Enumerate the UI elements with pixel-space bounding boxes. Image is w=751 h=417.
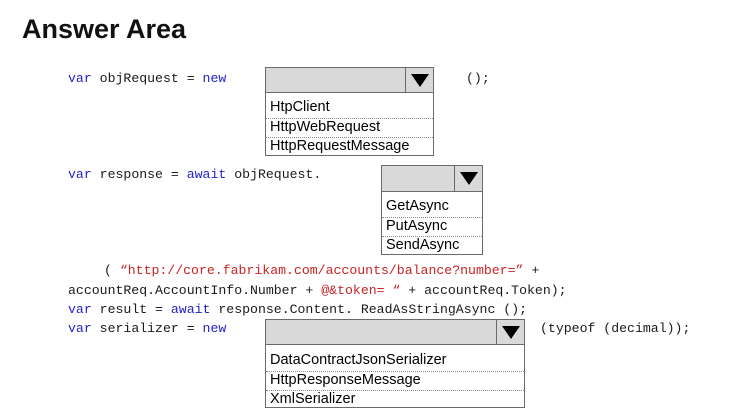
option-divider (266, 390, 524, 391)
string-token: @&token= “ (321, 283, 401, 298)
chevron-down-icon (410, 73, 429, 87)
dropdown-toggle[interactable] (454, 166, 482, 191)
code-line-1: var objRequest = new (68, 71, 226, 87)
option-divider (382, 236, 482, 237)
chevron-down-icon (459, 172, 478, 185)
dropdown-option-putasync[interactable]: PutAsync (386, 218, 448, 234)
string-url: “http://core.fabrikam.com/accounts/balan… (119, 263, 524, 278)
code-text: + (523, 263, 540, 278)
client-type-dropdown[interactable]: HtpClient HttpWebRequest HttpRequestMess… (265, 67, 434, 156)
keyword-await: await (186, 167, 227, 182)
code-line-2: var response = await objRequest. (68, 167, 321, 183)
code-text: ( (104, 263, 120, 278)
dropdown-option-httpwebrequest[interactable]: HttpWebRequest (270, 119, 381, 135)
method-dropdown-header[interactable] (382, 166, 482, 192)
dropdown-option-httpresponsemessage[interactable]: HttpResponseMessage (270, 372, 421, 388)
dropdown-option-httprequestmessage[interactable]: HttpRequestMessage (270, 138, 410, 154)
keyword-var: var (68, 321, 92, 336)
keyword-var: var (68, 167, 92, 182)
code-line-1-tail: (); (466, 71, 490, 86)
option-divider (382, 217, 482, 218)
option-divider (266, 118, 433, 119)
keyword-new: new (202, 71, 227, 86)
dropdown-option-xmlserializer[interactable]: XmlSerializer (270, 391, 356, 407)
code-line-3: ( “http://core.fabrikam.com/accounts/bal… (104, 263, 539, 279)
dropdown-toggle[interactable] (496, 320, 524, 344)
code-line-6-tail: (typeof (decimal)); (540, 321, 691, 336)
dropdown-toggle[interactable] (405, 68, 433, 92)
code-text: objRequest. (226, 167, 322, 182)
keyword-var: var (68, 302, 92, 317)
option-divider (266, 371, 524, 372)
page-title: Answer Area (22, 14, 187, 44)
code-text: response.Content. ReadAsStringAsync (); (210, 302, 528, 317)
code-line-5: var result = await response.Content. Rea… (68, 302, 527, 318)
serializer-dropdown[interactable]: DataContractJsonSerializer HttpResponseM… (265, 319, 525, 408)
code-text: serializer = (91, 321, 203, 336)
keyword-await: await (170, 302, 211, 317)
code-text: response = (91, 167, 187, 182)
chevron-down-icon (501, 325, 520, 339)
keyword-new: new (202, 321, 227, 336)
option-divider (266, 137, 433, 138)
client-type-dropdown-header[interactable] (266, 68, 433, 93)
code-text: accountReq.AccountInfo.Number + (68, 283, 322, 298)
code-line-4: accountReq.AccountInfo.Number + @&token=… (68, 283, 567, 299)
dropdown-option-sendasync[interactable]: SendAsync (386, 237, 460, 253)
keyword-var: var (68, 71, 92, 86)
dropdown-option-getasync[interactable]: GetAsync (386, 198, 449, 214)
dropdown-option-htpclient[interactable]: HtpClient (270, 99, 330, 115)
code-text: objRequest = (91, 71, 203, 86)
serializer-dropdown-header[interactable] (266, 320, 524, 345)
code-text: result = (91, 302, 171, 317)
code-text: + accountReq.Token); (400, 283, 567, 298)
code-line-6: var serializer = new (68, 321, 226, 337)
dropdown-option-datacontractjsonserializer[interactable]: DataContractJsonSerializer (270, 352, 447, 368)
method-dropdown[interactable]: GetAsync PutAsync SendAsync (381, 165, 483, 255)
